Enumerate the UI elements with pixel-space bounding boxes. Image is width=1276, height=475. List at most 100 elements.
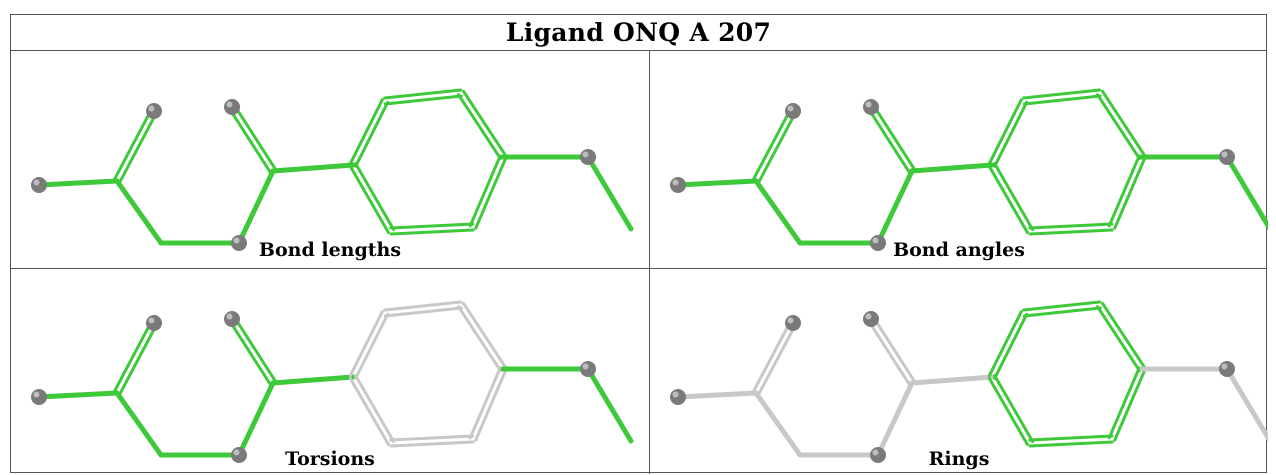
bond-line bbox=[348, 376, 390, 446]
atom-highlight bbox=[582, 151, 589, 158]
atom-sphere bbox=[580, 149, 596, 165]
bond-line bbox=[987, 310, 1023, 378]
bond-line bbox=[757, 322, 798, 396]
bond-line bbox=[112, 108, 153, 182]
bond-line bbox=[757, 110, 798, 184]
bond-line bbox=[389, 434, 475, 442]
bond-line bbox=[468, 154, 502, 228]
bond-line bbox=[1022, 94, 1102, 106]
bond-line bbox=[1101, 301, 1147, 369]
bond-line bbox=[236, 168, 276, 246]
atom-sphere bbox=[224, 311, 240, 327]
bond-line bbox=[987, 376, 1029, 446]
panel-rings: Rings bbox=[650, 269, 1268, 474]
bond-line bbox=[585, 366, 634, 444]
atom-sphere bbox=[31, 389, 47, 405]
atom-sphere bbox=[146, 315, 162, 331]
bond-line bbox=[1095, 93, 1141, 161]
atom-highlight bbox=[1221, 151, 1228, 158]
bond-line bbox=[1022, 300, 1102, 312]
atom-highlight bbox=[872, 449, 879, 456]
caption-bond-angles: Bond angles bbox=[893, 239, 1025, 261]
bond-line bbox=[1028, 228, 1114, 236]
bond-line bbox=[389, 228, 475, 236]
bond-line bbox=[909, 374, 995, 386]
bond-line bbox=[474, 368, 508, 442]
atom-highlight bbox=[226, 313, 233, 320]
table-title: Ligand ONQ A 207 bbox=[505, 18, 772, 47]
bond-line bbox=[751, 320, 792, 394]
molecule-rings bbox=[670, 300, 1268, 463]
bond-line bbox=[872, 103, 917, 171]
atom-sphere bbox=[1219, 361, 1235, 377]
bond-line bbox=[993, 162, 1035, 232]
row-divider bbox=[11, 268, 1266, 269]
atom-sphere bbox=[785, 103, 801, 119]
bond-line bbox=[1028, 222, 1114, 230]
atom-highlight bbox=[865, 101, 872, 108]
bond-line bbox=[456, 305, 502, 373]
atom-highlight bbox=[872, 237, 879, 244]
molecule-bond-lengths bbox=[31, 88, 634, 251]
bond-line bbox=[751, 108, 792, 182]
atom-highlight bbox=[226, 101, 233, 108]
bond-line bbox=[233, 103, 278, 171]
title-row: Ligand ONQ A 207 bbox=[11, 15, 1266, 51]
bond-line bbox=[383, 94, 463, 106]
bond-line bbox=[872, 315, 917, 383]
atom-highlight bbox=[148, 317, 155, 324]
atom-sphere bbox=[580, 361, 596, 377]
atom-sphere bbox=[224, 99, 240, 115]
atom-highlight bbox=[148, 105, 155, 112]
atom-highlight bbox=[582, 363, 589, 370]
bond-line bbox=[1107, 154, 1141, 228]
bond-line bbox=[675, 178, 759, 188]
bond-line bbox=[1113, 156, 1147, 230]
atom-highlight bbox=[865, 313, 872, 320]
atom-highlight bbox=[233, 237, 240, 244]
bond-line bbox=[348, 164, 390, 234]
bond-line bbox=[875, 168, 915, 246]
bond-line bbox=[474, 156, 508, 230]
bond-line bbox=[1022, 306, 1102, 318]
bond-line bbox=[462, 89, 508, 157]
bond-line bbox=[36, 390, 120, 400]
bond-line bbox=[383, 306, 463, 318]
atom-highlight bbox=[33, 391, 40, 398]
bond-line bbox=[753, 390, 803, 458]
bond-line bbox=[383, 88, 463, 100]
molecule-bond-angles bbox=[670, 88, 1268, 251]
atom-sphere bbox=[670, 177, 686, 193]
bond-line bbox=[462, 301, 508, 369]
bond-line bbox=[866, 107, 911, 175]
bond-line bbox=[909, 162, 995, 174]
caption-bond-lengths: Bond lengths bbox=[258, 239, 402, 261]
atom-highlight bbox=[787, 317, 794, 324]
molecule-torsions bbox=[31, 300, 634, 463]
bond-line bbox=[1107, 366, 1141, 440]
atom-sphere bbox=[1219, 149, 1235, 165]
panel-torsions: Torsions bbox=[11, 269, 649, 474]
bond-line bbox=[354, 312, 390, 380]
atom-sphere bbox=[146, 103, 162, 119]
atom-highlight bbox=[787, 105, 794, 112]
column-divider bbox=[649, 51, 650, 474]
bond-line bbox=[987, 98, 1023, 166]
atom-highlight bbox=[672, 179, 679, 186]
atom-highlight bbox=[672, 391, 679, 398]
atom-sphere bbox=[785, 315, 801, 331]
bond-line bbox=[993, 312, 1029, 380]
atom-sphere bbox=[670, 389, 686, 405]
atom-highlight bbox=[33, 179, 40, 186]
atom-sphere bbox=[863, 311, 879, 327]
bond-line bbox=[456, 93, 502, 161]
bond-line bbox=[389, 222, 475, 230]
bond-line bbox=[1113, 368, 1147, 442]
bond-line bbox=[114, 390, 164, 458]
bond-line bbox=[1022, 88, 1102, 100]
bond-line bbox=[585, 154, 634, 232]
bond-line bbox=[236, 380, 276, 458]
bond-line bbox=[383, 300, 463, 312]
bond-line bbox=[468, 366, 502, 440]
bond-line bbox=[389, 440, 475, 448]
